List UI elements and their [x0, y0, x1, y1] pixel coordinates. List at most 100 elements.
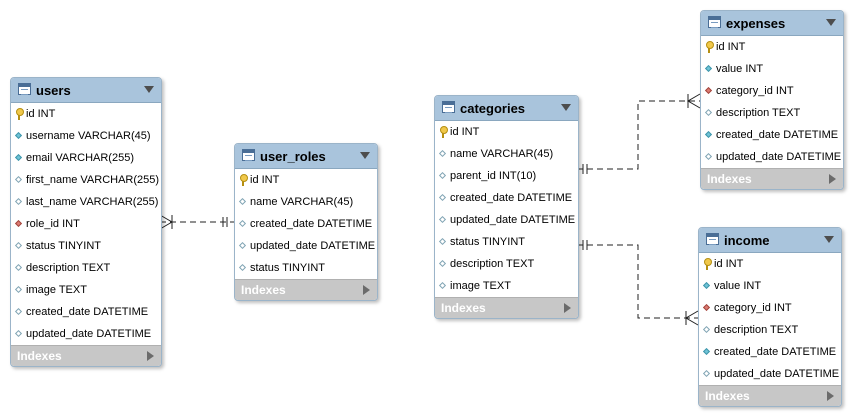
column-row[interactable]: id INT — [701, 36, 843, 58]
column-row[interactable]: created_date DATETIME — [11, 301, 161, 323]
column-label: image TEXT — [26, 284, 87, 296]
column-label: category_id INT — [714, 302, 792, 314]
column-row[interactable]: updated_date DATETIME — [435, 209, 578, 231]
table-name: user_roles — [260, 149, 326, 164]
column-row[interactable]: email VARCHAR(255) — [11, 147, 161, 169]
table-header[interactable]: users — [11, 78, 161, 103]
column-row[interactable]: image TEXT — [11, 279, 161, 301]
column-row[interactable]: id INT — [435, 121, 578, 143]
column-row[interactable]: created_date DATETIME — [235, 213, 377, 235]
column-row[interactable]: name VARCHAR(45) — [235, 191, 377, 213]
column-row[interactable]: created_date DATETIME — [435, 187, 578, 209]
table-icon — [706, 233, 719, 245]
column-row[interactable]: value INT — [699, 275, 841, 297]
expand-arrow-icon[interactable] — [564, 303, 571, 313]
column-row[interactable]: parent_id INT(10) — [435, 165, 578, 187]
column-label: id INT — [716, 41, 746, 53]
relationship-categories-income[interactable] — [577, 240, 699, 326]
column-label: description TEXT — [716, 107, 801, 119]
expand-arrow-icon[interactable] — [363, 285, 370, 295]
collapse-arrow-icon[interactable] — [561, 104, 571, 111]
column-label: created_date DATETIME — [450, 192, 573, 204]
column-row[interactable]: description TEXT — [699, 319, 841, 341]
table-header[interactable]: user_roles — [235, 144, 377, 169]
indexes-bar[interactable]: Indexes — [235, 279, 377, 300]
column-label: status TINYINT — [250, 262, 325, 274]
column-row[interactable]: description TEXT — [435, 253, 578, 275]
nullable-diamond-icon — [702, 325, 711, 334]
column-row[interactable]: last_name VARCHAR(255) — [11, 191, 161, 213]
column-label: parent_id INT(10) — [450, 170, 537, 182]
expand-arrow-icon[interactable] — [827, 391, 834, 401]
column-label: updated_date DATETIME — [450, 214, 576, 226]
table-categories[interactable]: categories id INT name VARCHAR(45) parent_… — [434, 95, 579, 319]
expand-arrow-icon[interactable] — [829, 174, 836, 184]
relationship-categories-expenses[interactable] — [577, 93, 701, 174]
column-row[interactable]: category_id INT — [699, 297, 841, 319]
column-label: name VARCHAR(45) — [450, 148, 554, 160]
column-row[interactable]: value INT — [701, 58, 843, 80]
indexes-bar[interactable]: Indexes — [701, 168, 843, 189]
collapse-arrow-icon[interactable] — [826, 19, 836, 26]
table-icon — [18, 83, 31, 95]
column-row[interactable]: name VARCHAR(45) — [435, 143, 578, 165]
column-row[interactable]: first_name VARCHAR(255) — [11, 169, 161, 191]
primary-key-icon — [439, 126, 448, 138]
column-row[interactable]: created_date DATETIME — [701, 124, 843, 146]
column-row[interactable]: status TINYINT — [435, 231, 578, 253]
column-label: description TEXT — [26, 262, 111, 274]
collapse-arrow-icon[interactable] — [144, 86, 154, 93]
table-header[interactable]: expenses — [701, 11, 843, 36]
collapse-arrow-icon[interactable] — [360, 152, 370, 159]
column-row[interactable]: status TINYINT — [235, 257, 377, 279]
column-label: last_name VARCHAR(255) — [26, 196, 159, 208]
column-row[interactable]: image TEXT — [435, 275, 578, 297]
nullable-diamond-icon — [438, 281, 447, 290]
nullable-diamond-icon — [438, 237, 447, 246]
collapse-arrow-icon[interactable] — [824, 236, 834, 243]
column-row[interactable]: status TINYINT — [11, 235, 161, 257]
not-null-diamond-icon — [14, 153, 23, 162]
indexes-label: Indexes — [441, 301, 486, 315]
indexes-bar[interactable]: Indexes — [11, 345, 161, 366]
column-row[interactable]: id INT — [11, 103, 161, 125]
not-null-diamond-icon — [702, 281, 711, 290]
nullable-diamond-icon — [238, 197, 247, 206]
column-row[interactable]: username VARCHAR(45) — [11, 125, 161, 147]
column-row[interactable]: description TEXT — [701, 102, 843, 124]
column-row[interactable]: id INT — [699, 253, 841, 275]
column-row[interactable]: updated_date DATETIME — [235, 235, 377, 257]
column-row[interactable]: updated_date DATETIME — [11, 323, 161, 345]
column-row[interactable]: description TEXT — [11, 257, 161, 279]
column-label: description TEXT — [714, 324, 799, 336]
indexes-label: Indexes — [241, 283, 286, 297]
column-row[interactable]: category_id INT — [701, 80, 843, 102]
column-row[interactable]: updated_date DATETIME — [701, 146, 843, 168]
primary-key-icon — [703, 258, 712, 270]
column-row[interactable]: role_id INT — [11, 213, 161, 235]
column-label: first_name VARCHAR(255) — [26, 174, 160, 186]
nullable-diamond-icon — [14, 197, 23, 206]
column-label: updated_date DATETIME — [26, 328, 152, 340]
indexes-bar[interactable]: Indexes — [699, 385, 841, 406]
foreign-key-diamond-icon — [14, 219, 23, 228]
column-row[interactable]: id INT — [235, 169, 377, 191]
column-label: image TEXT — [450, 280, 511, 292]
indexes-bar[interactable]: Indexes — [435, 297, 578, 318]
table-header[interactable]: income — [699, 228, 841, 253]
not-null-diamond-icon — [704, 64, 713, 73]
nullable-diamond-icon — [438, 215, 447, 224]
column-row[interactable]: updated_date DATETIME — [699, 363, 841, 385]
relationship-users-user-roles[interactable] — [159, 214, 234, 230]
column-row[interactable]: created_date DATETIME — [699, 341, 841, 363]
table-name: income — [724, 233, 770, 248]
table-header[interactable]: categories — [435, 96, 578, 121]
expand-arrow-icon[interactable] — [147, 351, 154, 361]
column-label: created_date DATETIME — [714, 346, 837, 358]
table-name: categories — [460, 101, 526, 116]
